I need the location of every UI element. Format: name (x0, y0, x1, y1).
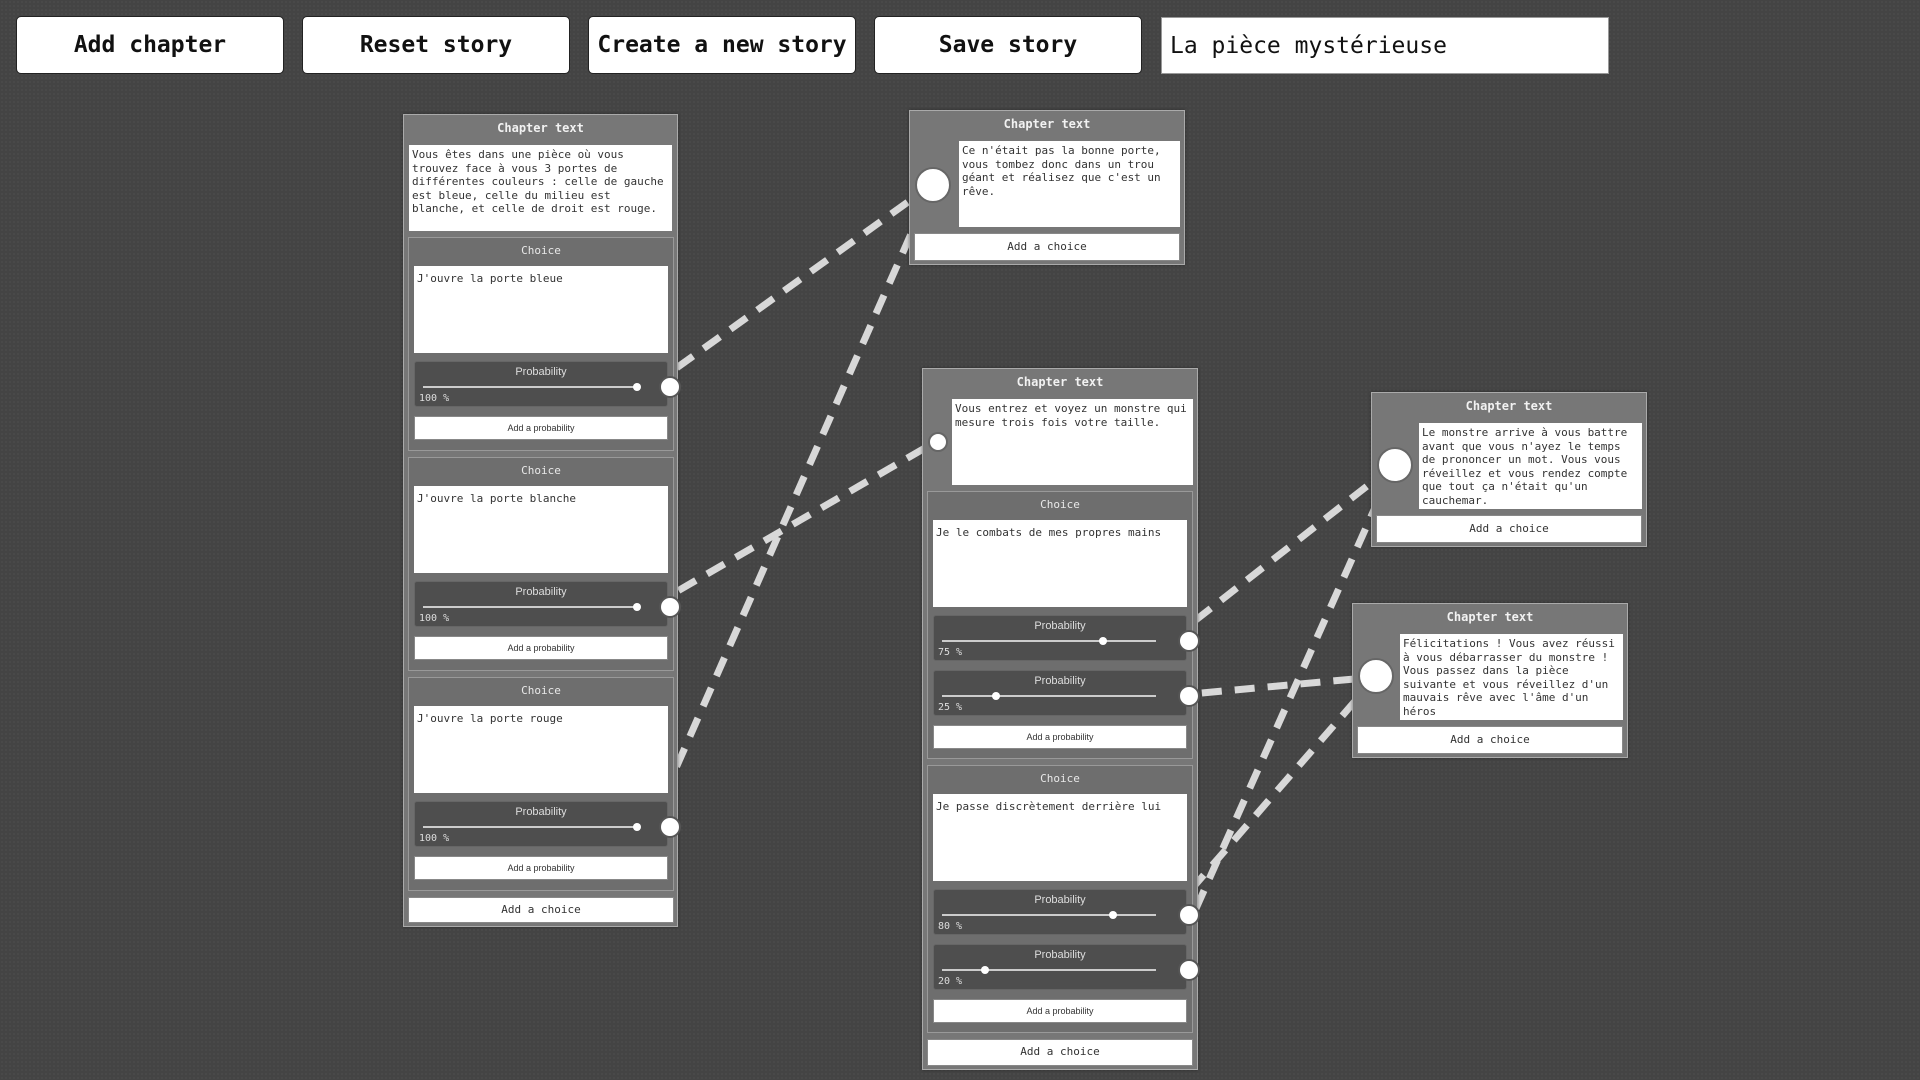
probability-row: Probability 25 % (933, 670, 1200, 716)
probability-label: Probability (1034, 949, 1086, 961)
choice-text[interactable]: Je le combats de mes propres mains (933, 520, 1187, 607)
add-choice-button[interactable]: Add a choice (408, 897, 674, 923)
probability-label: Probability (515, 366, 567, 378)
add-choice-button[interactable]: Add a choice (914, 233, 1180, 261)
add-probability-button[interactable]: Add a probability (414, 416, 668, 440)
chapter-header: Chapter text (497, 121, 584, 135)
choice-header: Choice (1040, 772, 1080, 785)
choice-card[interactable]: Choice Je le combats de mes propres main… (927, 491, 1200, 759)
choice-text[interactable]: J'ouvre la porte blanche (414, 486, 668, 573)
output-connector-handle[interactable] (1178, 685, 1200, 707)
choice-card[interactable]: Choice Je passe discrètement derrière lu… (927, 765, 1200, 1033)
choice-card[interactable]: Choice J'ouvre la porte bleue Probabilit… (408, 237, 681, 451)
chapter-text[interactable]: Félicitations ! Vous avez réussi à vous … (1400, 634, 1623, 720)
probability-value: 20 % (938, 976, 963, 987)
probability-row: Probability 80 % (933, 889, 1200, 935)
add-chapter-button[interactable]: Add chapter (16, 16, 284, 74)
add-probability-button[interactable]: Add a probability (414, 856, 668, 880)
chapter-card-4[interactable]: Chapter text Le monstre arrive à vous ba… (1371, 392, 1647, 547)
link-c3-choice1b-to-c5 (1168, 673, 1377, 700)
input-connector-handle[interactable] (915, 167, 951, 203)
choice-card[interactable]: Choice J'ouvre la porte blanche Probabil… (408, 457, 681, 671)
probability-value: 80 % (938, 921, 963, 932)
probability-row: Probability 20 % (933, 944, 1200, 990)
probability-slider[interactable] (942, 692, 1156, 700)
slider-knob[interactable] (991, 692, 1000, 700)
story-title-input[interactable] (1161, 17, 1609, 74)
output-connector-handle[interactable] (1178, 904, 1200, 926)
chapter-text[interactable]: Le monstre arrive à vous battre avant qu… (1419, 423, 1642, 509)
add-choice-button[interactable]: Add a choice (1357, 726, 1623, 754)
save-story-button[interactable]: Save story (874, 16, 1142, 74)
probability-slider[interactable] (942, 966, 1156, 974)
slider-knob[interactable] (1109, 911, 1118, 919)
probability-slider[interactable] (423, 603, 641, 611)
input-connector-handle[interactable] (928, 432, 948, 452)
chapter-header: Chapter text (1003, 117, 1091, 131)
choice-header: Choice (1040, 498, 1080, 511)
link-c1-choice3-to-c2 (646, 182, 937, 829)
slider-knob[interactable] (633, 383, 641, 391)
probability-value: 100 % (419, 393, 450, 404)
link-c3-choice2a-to-c5 (1166, 674, 1379, 918)
add-choice-button[interactable]: Add a choice (927, 1039, 1193, 1066)
add-choice-button[interactable]: Add a choice (1376, 515, 1642, 543)
output-connector-handle[interactable] (1178, 959, 1200, 981)
input-connector-handle[interactable] (1377, 447, 1413, 483)
chapter-card-2[interactable]: Chapter text Ce n'était pas la bonne por… (909, 110, 1185, 265)
choice-header: Choice (521, 684, 561, 697)
choice-text[interactable]: J'ouvre la porte bleue (414, 266, 668, 353)
slider-knob[interactable] (633, 823, 641, 831)
probability-value: 75 % (938, 647, 963, 658)
chapter-text[interactable]: Vous êtes dans une pièce où vous trouvez… (409, 145, 672, 231)
output-connector-handle[interactable] (659, 376, 681, 398)
choice-text[interactable]: J'ouvre la porte rouge (414, 706, 668, 793)
probability-label: Probability (1034, 620, 1086, 632)
probability-label: Probability (1034, 675, 1086, 687)
probability-value: 100 % (419, 833, 450, 844)
slider-knob[interactable] (1098, 637, 1107, 645)
new-story-button[interactable]: Create a new story (588, 16, 856, 74)
add-probability-button[interactable]: Add a probability (933, 999, 1187, 1023)
probability-row: Probability 100 % (414, 801, 681, 847)
choice-card[interactable]: Choice J'ouvre la porte rouge Probabilit… (408, 677, 681, 891)
reset-story-button[interactable]: Reset story (302, 16, 570, 74)
choice-text[interactable]: Je passe discrètement derrière lui (933, 794, 1187, 881)
output-connector-handle[interactable] (659, 596, 681, 618)
probability-row: Probability 100 % (414, 361, 681, 407)
probability-label: Probability (1034, 894, 1086, 906)
chapter-header: Chapter text (1446, 610, 1534, 624)
probability-slider[interactable] (423, 823, 641, 831)
probability-slider[interactable] (942, 911, 1156, 919)
slider-knob[interactable] (980, 966, 989, 974)
add-probability-button[interactable]: Add a probability (933, 725, 1187, 749)
probability-row: Probability 75 % (933, 615, 1200, 661)
probability-label: Probability (515, 586, 567, 598)
probability-value: 25 % (938, 702, 963, 713)
choice-header: Choice (521, 464, 561, 477)
chapter-card-3[interactable]: Chapter text Vous entrez et voyez un mon… (922, 368, 1200, 1070)
output-connector-handle[interactable] (659, 816, 681, 838)
chapter-card-1[interactable]: Chapter text Vous êtes dans une pièce où… (403, 114, 681, 927)
probability-slider[interactable] (942, 637, 1156, 645)
chapter-text[interactable]: Ce n'était pas la bonne porte, vous tomb… (959, 141, 1180, 227)
probability-value: 100 % (419, 613, 450, 624)
input-connector-handle[interactable] (1358, 658, 1394, 694)
link-c1-choice2-to-c3 (648, 437, 939, 611)
probability-label: Probability (515, 806, 567, 818)
slider-knob[interactable] (633, 603, 641, 611)
chapter-header: Chapter text (1465, 399, 1553, 413)
output-connector-handle[interactable] (1178, 630, 1200, 652)
chapter-card-5[interactable]: Chapter text Félicitations ! Vous avez r… (1352, 603, 1628, 758)
probability-slider[interactable] (423, 383, 641, 391)
choice-header: Choice (521, 244, 561, 257)
chapter-header: Chapter text (1016, 375, 1104, 389)
add-probability-button[interactable]: Add a probability (414, 636, 668, 660)
link-c1-choice1-to-c2 (647, 181, 936, 390)
chapter-text[interactable]: Vous entrez et voyez un monstre qui mesu… (952, 399, 1193, 485)
probability-row: Probability 100 % (414, 581, 681, 627)
